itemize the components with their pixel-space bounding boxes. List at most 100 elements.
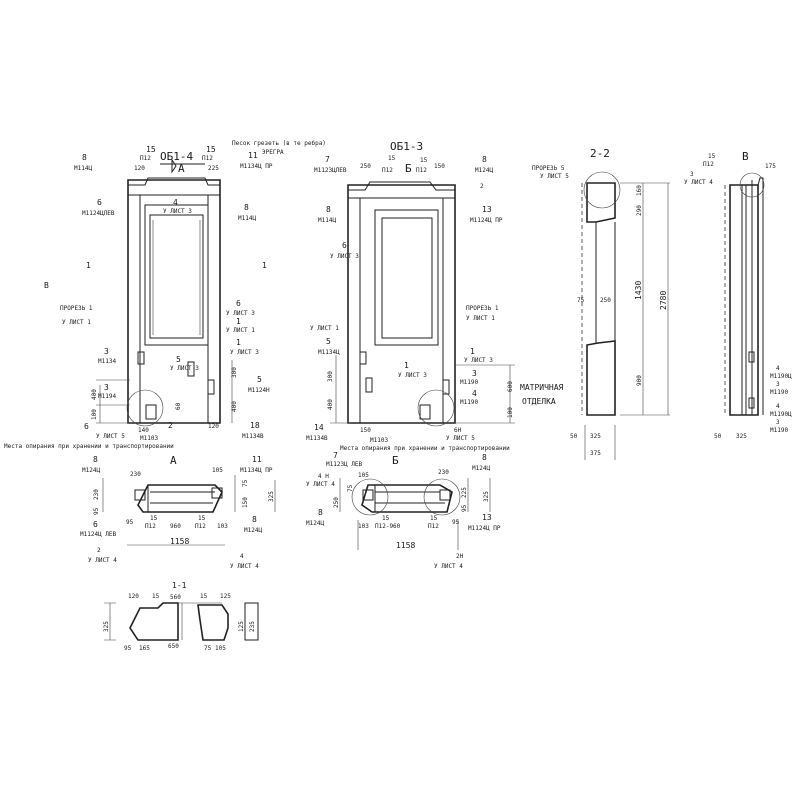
dimension: 250 — [333, 497, 340, 508]
frame-ob1-3: ОБ1-3 Б 7 М1123ЦЛЕВ 250 15 П12 15 П12 15… — [306, 140, 564, 452]
dimension-lines — [102, 475, 276, 546]
label: 4 — [472, 389, 477, 398]
section-mark-label: 1 — [86, 261, 91, 270]
section-mark-label: 2 — [480, 183, 484, 190]
detail-callout-circle — [417, 389, 455, 427]
label: 15 — [388, 155, 396, 162]
label: 2 — [97, 547, 101, 554]
label: У ЛИСТ 3 — [398, 372, 427, 379]
label: П12 — [428, 523, 439, 530]
detail-callout-circle — [583, 171, 621, 209]
label: У ЛИСТ 1 — [466, 315, 495, 322]
label: 8 — [318, 508, 323, 517]
label: 3 — [690, 171, 694, 178]
label: 4 — [173, 198, 178, 207]
label: 3 — [776, 381, 780, 388]
label: У ЛИСТ 5 — [446, 435, 475, 442]
detail-callout-circle — [423, 478, 461, 516]
view-arrow-label: A — [178, 162, 185, 175]
dimension: 300 — [231, 367, 238, 378]
dimension: 120 — [134, 165, 145, 172]
detail-b: Б 7 М1123Ц ЛЕВ 4 Н У ЛИСТ 4 105 230 8 М1… — [306, 451, 501, 570]
label: 8 — [82, 153, 87, 162]
profile-left — [129, 602, 179, 641]
embedded-plate — [134, 489, 146, 501]
dimension: 400 — [91, 389, 98, 400]
label: 8 — [326, 205, 331, 214]
label: ПРОРЕЗЬ 1 — [466, 305, 499, 312]
label: 11 — [252, 455, 262, 464]
label: П12-960 — [375, 523, 401, 530]
label: 14 — [314, 423, 324, 432]
label: ПРОРЕЗЬ 1 — [60, 305, 93, 312]
label: М1124Ц ЛЕВ — [80, 531, 117, 538]
dimension: 75 — [204, 645, 212, 652]
note: Места опирания при хранении и транспорти… — [4, 443, 174, 450]
frame-outline — [127, 179, 221, 424]
dimension: 150 — [434, 163, 445, 170]
label: У ЛИСТ 3 — [330, 253, 359, 260]
dimension: 650 — [168, 643, 179, 650]
view-title: ОБ1-3 — [390, 140, 423, 153]
label: П12 — [145, 523, 156, 530]
label: М1124Ц ПР — [470, 217, 503, 224]
label: М1134Ц ПР — [240, 467, 273, 474]
label: 560 — [170, 594, 181, 601]
embedded-plate — [442, 379, 450, 395]
dimension: 250 — [600, 297, 611, 304]
frame-ob1-4: ОБ1-4 A Песок грезеть (в те ребра) ЭРЕГР… — [4, 140, 326, 450]
window-opening-inner — [381, 217, 433, 339]
dimension: 960 — [170, 523, 181, 530]
dimension: 1430 — [634, 281, 643, 300]
dimension: 150 — [242, 497, 249, 508]
dimension-lines — [104, 602, 222, 641]
label: М1190 — [770, 389, 788, 396]
label: 3 — [472, 369, 477, 378]
label: 1 — [404, 361, 409, 370]
label: М124Ц — [306, 520, 324, 527]
label: 4 Н — [318, 473, 329, 480]
note: Песок грезеть (в те ребра) — [232, 140, 326, 147]
dimension: 230 — [93, 489, 100, 500]
label: 8 — [252, 515, 257, 524]
dimension: 120 — [128, 593, 139, 600]
label: 7 — [325, 155, 330, 164]
label: М1123ЦЛЕВ — [314, 167, 347, 174]
dimension: 225 — [208, 165, 219, 172]
note: МАТРИЧНАЯ — [520, 383, 564, 392]
label: У ЛИСТ 3 — [226, 310, 255, 317]
label: 4 — [776, 365, 780, 372]
label: 3 — [776, 419, 780, 426]
label: У ЛИСТ 5 — [96, 433, 125, 440]
frame-cap — [348, 181, 455, 423]
label: У ЛИСТ 5 — [540, 173, 569, 180]
dimension: 125 — [220, 593, 231, 600]
embedded-plate — [137, 351, 145, 365]
label: 4 — [776, 403, 780, 410]
dimension-lines — [584, 182, 670, 460]
label: У ЛИСТ 3 — [464, 357, 493, 364]
dimension: 140 — [138, 427, 149, 434]
label: 15 — [146, 145, 156, 154]
dimension-lines — [339, 478, 491, 550]
detail-outline — [137, 484, 223, 513]
label: 18 — [250, 421, 260, 430]
label: М1124Н — [248, 387, 270, 394]
dimension: 235 — [249, 621, 256, 632]
section-outline — [729, 184, 759, 416]
dimension: 105 — [212, 467, 223, 474]
label: ПРОРЕЗЬ 5 — [532, 165, 565, 172]
dimension: 50 — [570, 433, 578, 440]
label: 6Н — [454, 427, 462, 434]
label: У ЛИСТ 3 — [163, 208, 192, 215]
label: М1190Ц — [770, 411, 792, 418]
dimension: 230 — [130, 471, 141, 478]
label: У ЛИСТ 3 — [170, 365, 199, 372]
embedded-plate — [362, 489, 374, 501]
dimension: 15 — [152, 593, 160, 600]
embedded-plate — [207, 379, 215, 395]
view-title: Б — [392, 454, 399, 467]
dimension: 290 — [636, 205, 643, 216]
label: 5 — [257, 375, 262, 384]
label: 4 — [240, 553, 244, 560]
